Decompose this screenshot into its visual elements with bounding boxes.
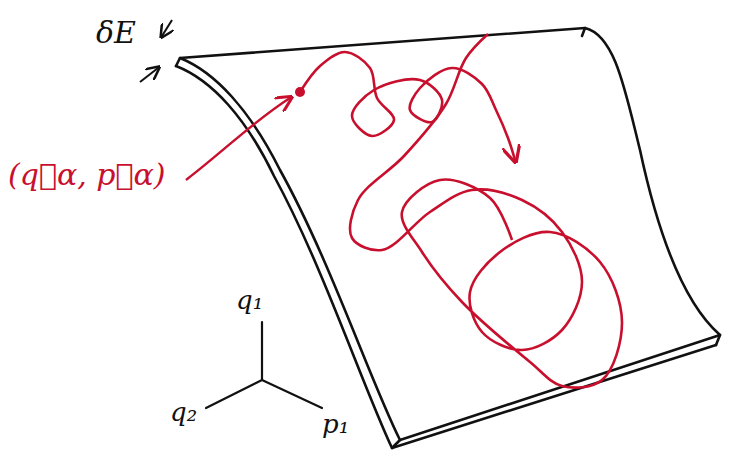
pointer-arrow	[186, 98, 290, 180]
state-label: (q⃗α, p⃗α)	[8, 158, 165, 191]
initial-point	[295, 87, 305, 97]
axis-label: q₁	[236, 286, 263, 315]
axis-label: p₁	[322, 410, 349, 439]
trajectory-curve	[300, 52, 515, 160]
axis-label: q₂	[170, 398, 197, 427]
axes	[206, 322, 322, 408]
thickness-arrows	[140, 20, 172, 82]
thickness-label: δE	[96, 16, 136, 49]
trajectory	[186, 34, 622, 388]
energy-shell	[176, 28, 720, 448]
